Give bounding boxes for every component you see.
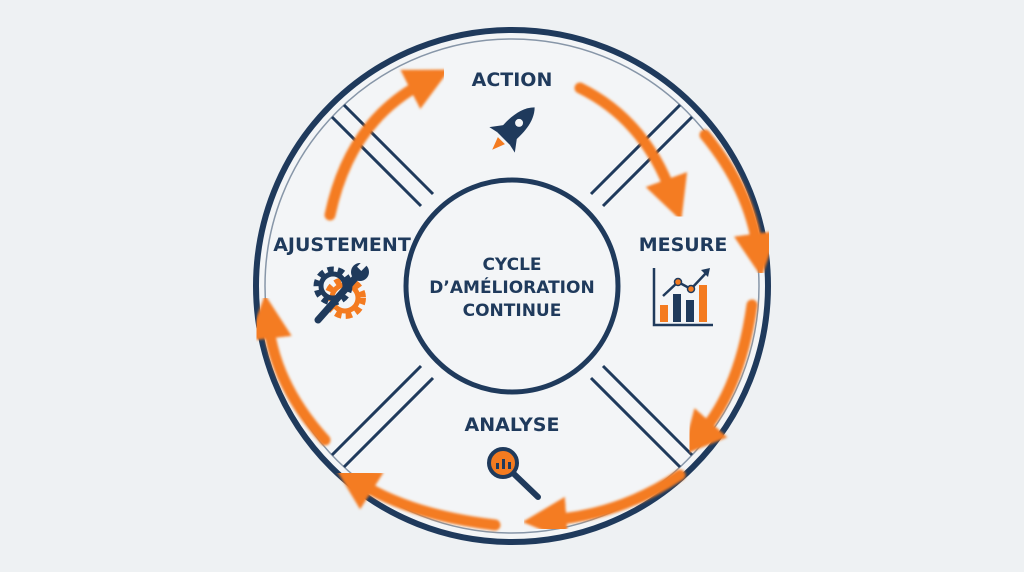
cycle-arrows (247, 69, 778, 541)
quadrant-dividers (330, 103, 694, 469)
stage-label-analyse: ANALYSE (465, 414, 560, 436)
stage-label-action: ACTION (472, 69, 553, 91)
center-title-line2: D’AMÉLIORATION (429, 276, 594, 298)
stage-label-ajustement: AJUSTEMENT (273, 234, 411, 256)
center-circle (403, 177, 621, 395)
magnifier-icon (487, 447, 541, 500)
bar-chart-icon (652, 268, 713, 327)
stage-label-mesure: MESURE (639, 234, 728, 256)
gear-wrench-icon (313, 261, 369, 324)
center-title-line3: CONTINUE (463, 301, 562, 321)
rocket-icon (489, 107, 535, 153)
center-title-line1: CYCLE (482, 255, 541, 275)
